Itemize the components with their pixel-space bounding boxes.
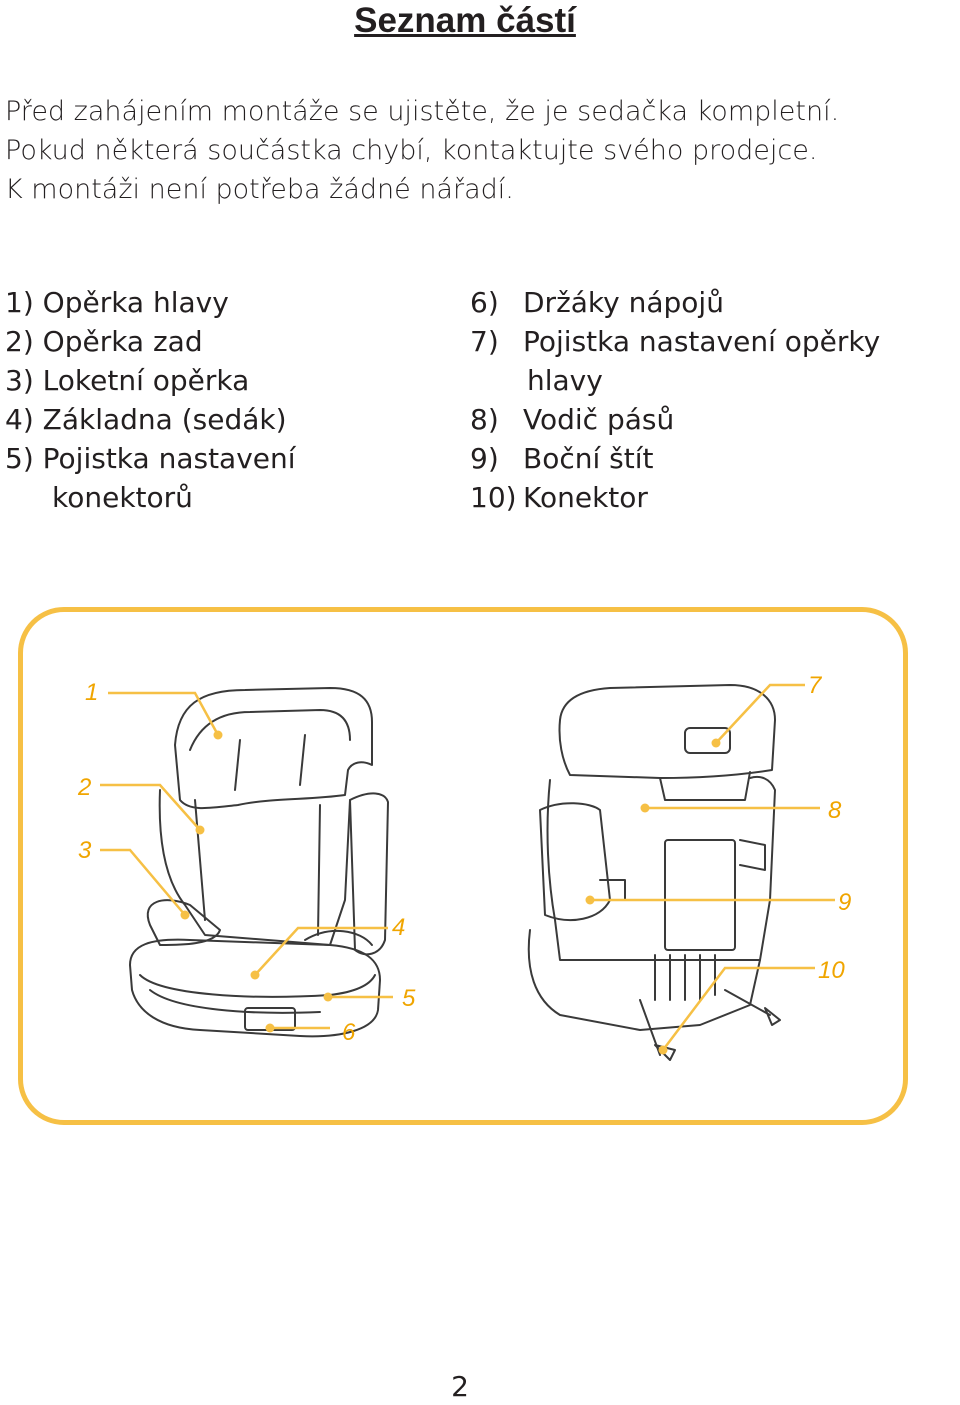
part-number: 8)	[470, 403, 499, 436]
intro-line: Pokud některá součástka chybí, kontaktuj…	[5, 135, 818, 166]
part-number: 10)	[470, 481, 517, 514]
callout-label-10: 10	[818, 957, 845, 984]
part-number: 9)	[470, 442, 499, 475]
part-label: Pojistka nastavení	[42, 442, 296, 475]
part-item-7: 7) Pojistka nastavení opěrky	[470, 322, 880, 361]
page-number: 2	[451, 1370, 469, 1403]
part-item-5-continuation: konektorů	[52, 481, 193, 514]
part-item-10: 10)Konektor	[470, 478, 880, 517]
seat-front-illustration	[129, 687, 389, 1038]
callout-label-5: 5	[402, 985, 416, 1012]
callout-label-3: 3	[78, 837, 92, 864]
part-item-1: 1) Opěrka hlavy	[5, 283, 296, 322]
part-label: Opěrka hlavy	[42, 286, 229, 319]
part-item-9: 9) Boční štít	[470, 439, 880, 478]
part-item-3: 3) Loketní opěrka	[5, 361, 296, 400]
intro-line: Před zahájením montáže se ujistěte, že j…	[5, 96, 840, 127]
parts-list-left: 1) Opěrka hlavy 2) Opěrka zad 3) Loketní…	[5, 283, 296, 517]
part-label: Opěrka zad	[42, 325, 203, 358]
part-label: Boční štít	[523, 442, 654, 475]
part-item-7-continuation: hlavy	[527, 364, 603, 397]
part-number: 7)	[470, 325, 499, 358]
part-number: 5)	[5, 442, 34, 475]
part-label: Loketní opěrka	[42, 364, 250, 397]
callout-lines	[100, 683, 835, 1051]
part-number: 1)	[5, 286, 34, 319]
callout-dots	[180, 730, 721, 1055]
part-item-8: 8) Vodič pásů	[470, 400, 880, 439]
page-title: Seznam částí	[354, 1, 576, 40]
intro-text: Před zahájením montáže se ujistěte, že j…	[5, 92, 955, 209]
part-number: 4)	[5, 403, 34, 436]
diagram-frame	[18, 607, 908, 1125]
callout-label-7: 7	[808, 672, 823, 699]
callout-label-9: 9	[838, 889, 851, 916]
part-item-2: 2) Opěrka zad	[5, 322, 296, 361]
callout-label-8: 8	[828, 797, 842, 824]
part-number: 3)	[5, 364, 34, 397]
callout-label-1: 1	[85, 679, 98, 706]
intro-line: K montáži není potřeba žádné nářadí.	[5, 174, 514, 205]
callout-label-6: 6	[342, 1019, 356, 1046]
part-label: Základna (sedák)	[42, 403, 287, 436]
part-number: 2)	[5, 325, 34, 358]
part-number: 6)	[470, 286, 499, 319]
parts-list-right: 6) Držáky nápojů 7) Pojistka nastavení opě…	[470, 283, 880, 517]
part-item-5: 5) Pojistka nastavení	[5, 439, 296, 478]
callout-label-4: 4	[392, 914, 405, 941]
part-label: Vodič pásů	[523, 403, 675, 436]
seat-back-illustration	[527, 684, 781, 1061]
part-item-6: 6) Držáky nápojů	[470, 283, 880, 322]
part-label: Držáky nápojů	[523, 286, 724, 319]
callout-label-2: 2	[77, 774, 91, 801]
part-label: Konektor	[523, 481, 648, 514]
part-item-4: 4) Základna (sedák)	[5, 400, 296, 439]
part-label: Pojistka nastavení opěrky	[523, 325, 881, 358]
